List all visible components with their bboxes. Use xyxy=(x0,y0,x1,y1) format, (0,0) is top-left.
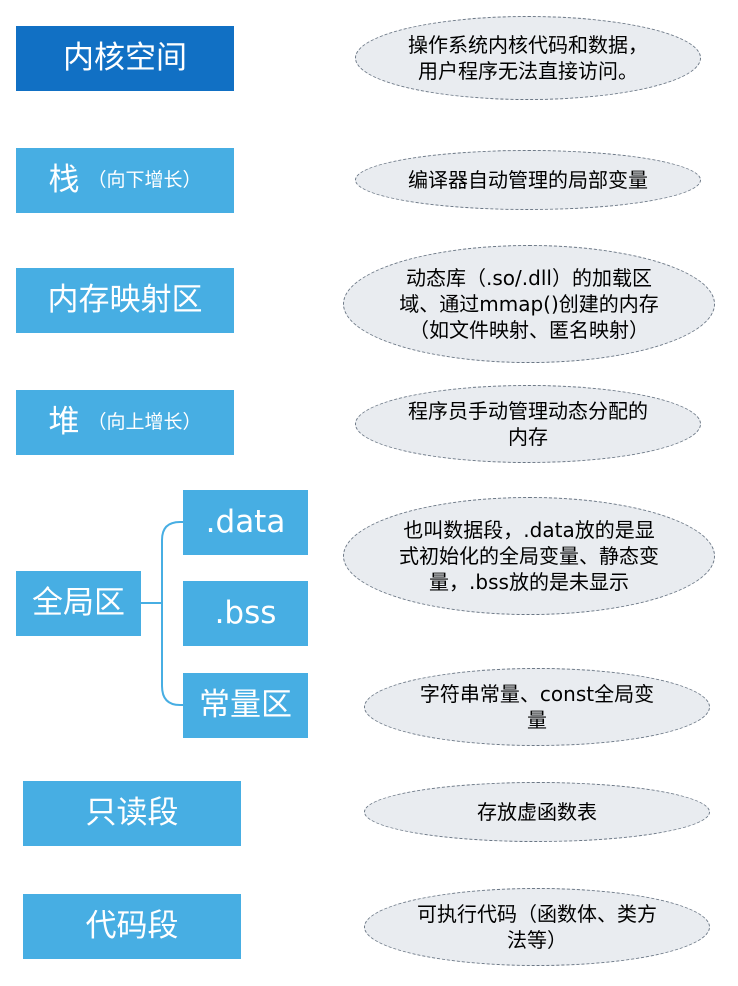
description-kernel-space-text: 操作系统内核代码和数据， 用户程序无法直接访问。 xyxy=(408,33,648,83)
description-readonly-segment: 存放虚函数表 xyxy=(364,782,710,842)
description-mmap-region: 动态库（.so/.dll）的加载区 域、通过mmap()创建的内存 （如文件映射… xyxy=(343,245,715,363)
box-heap: 堆 （向上增长） xyxy=(16,390,234,455)
description-heap-text: 程序员手动管理动态分配的 内存 xyxy=(408,399,648,449)
global-area-label: 全局区 xyxy=(32,585,125,621)
mmap-region-label: 内存映射区 xyxy=(47,282,203,318)
box-global-area: 全局区 xyxy=(16,571,141,636)
box-readonly-segment: 只读段 xyxy=(23,781,241,846)
description-code-segment-text: 可执行代码（函数体、类方 法等） xyxy=(417,902,657,952)
code-segment-label: 代码段 xyxy=(85,908,179,944)
description-stack-text: 编译器自动管理的局部变量 xyxy=(408,168,648,192)
box-mmap-region: 内存映射区 xyxy=(16,268,234,333)
box-stack: 栈 （向下增长） xyxy=(16,148,234,213)
description-stack: 编译器自动管理的局部变量 xyxy=(355,150,701,210)
heap-growth-note: （向上增长） xyxy=(87,411,202,433)
kernel-space-label: 内核空间 xyxy=(63,40,187,76)
description-kernel-space: 操作系统内核代码和数据， 用户程序无法直接访问。 xyxy=(355,16,701,100)
stack-growth-note: （向下增长） xyxy=(87,169,202,191)
description-data-bss-text: 也叫数据段，.data放的是显 式初始化的全局变量、静态变 量，.bss放的是未… xyxy=(399,518,659,594)
box-bss-section: .bss xyxy=(183,581,308,646)
box-data-section: .data xyxy=(183,490,308,555)
heap-label: 堆 xyxy=(48,404,80,440)
box-const-section: 常量区 xyxy=(183,673,308,738)
description-heap: 程序员手动管理动态分配的 内存 xyxy=(355,385,701,463)
description-const-section: 字符串常量、const全局变 量 xyxy=(364,668,710,746)
description-readonly-segment-text: 存放虚函数表 xyxy=(477,800,597,824)
data-section-label: .data xyxy=(205,504,286,540)
bss-section-label: .bss xyxy=(214,595,277,631)
box-kernel-space: 内核空间 xyxy=(16,26,234,91)
description-const-section-text: 字符串常量、const全局变 量 xyxy=(419,682,655,732)
description-data-bss: 也叫数据段，.data放的是显 式初始化的全局变量、静态变 量，.bss放的是未… xyxy=(343,497,715,615)
box-code-segment: 代码段 xyxy=(23,894,241,959)
readonly-segment-label: 只读段 xyxy=(85,795,179,831)
description-code-segment: 可执行代码（函数体、类方 法等） xyxy=(364,888,710,966)
const-section-label: 常量区 xyxy=(199,687,292,723)
description-mmap-region-text: 动态库（.so/.dll）的加载区 域、通过mmap()创建的内存 （如文件映射… xyxy=(399,266,659,342)
stack-label: 栈 xyxy=(48,162,80,198)
